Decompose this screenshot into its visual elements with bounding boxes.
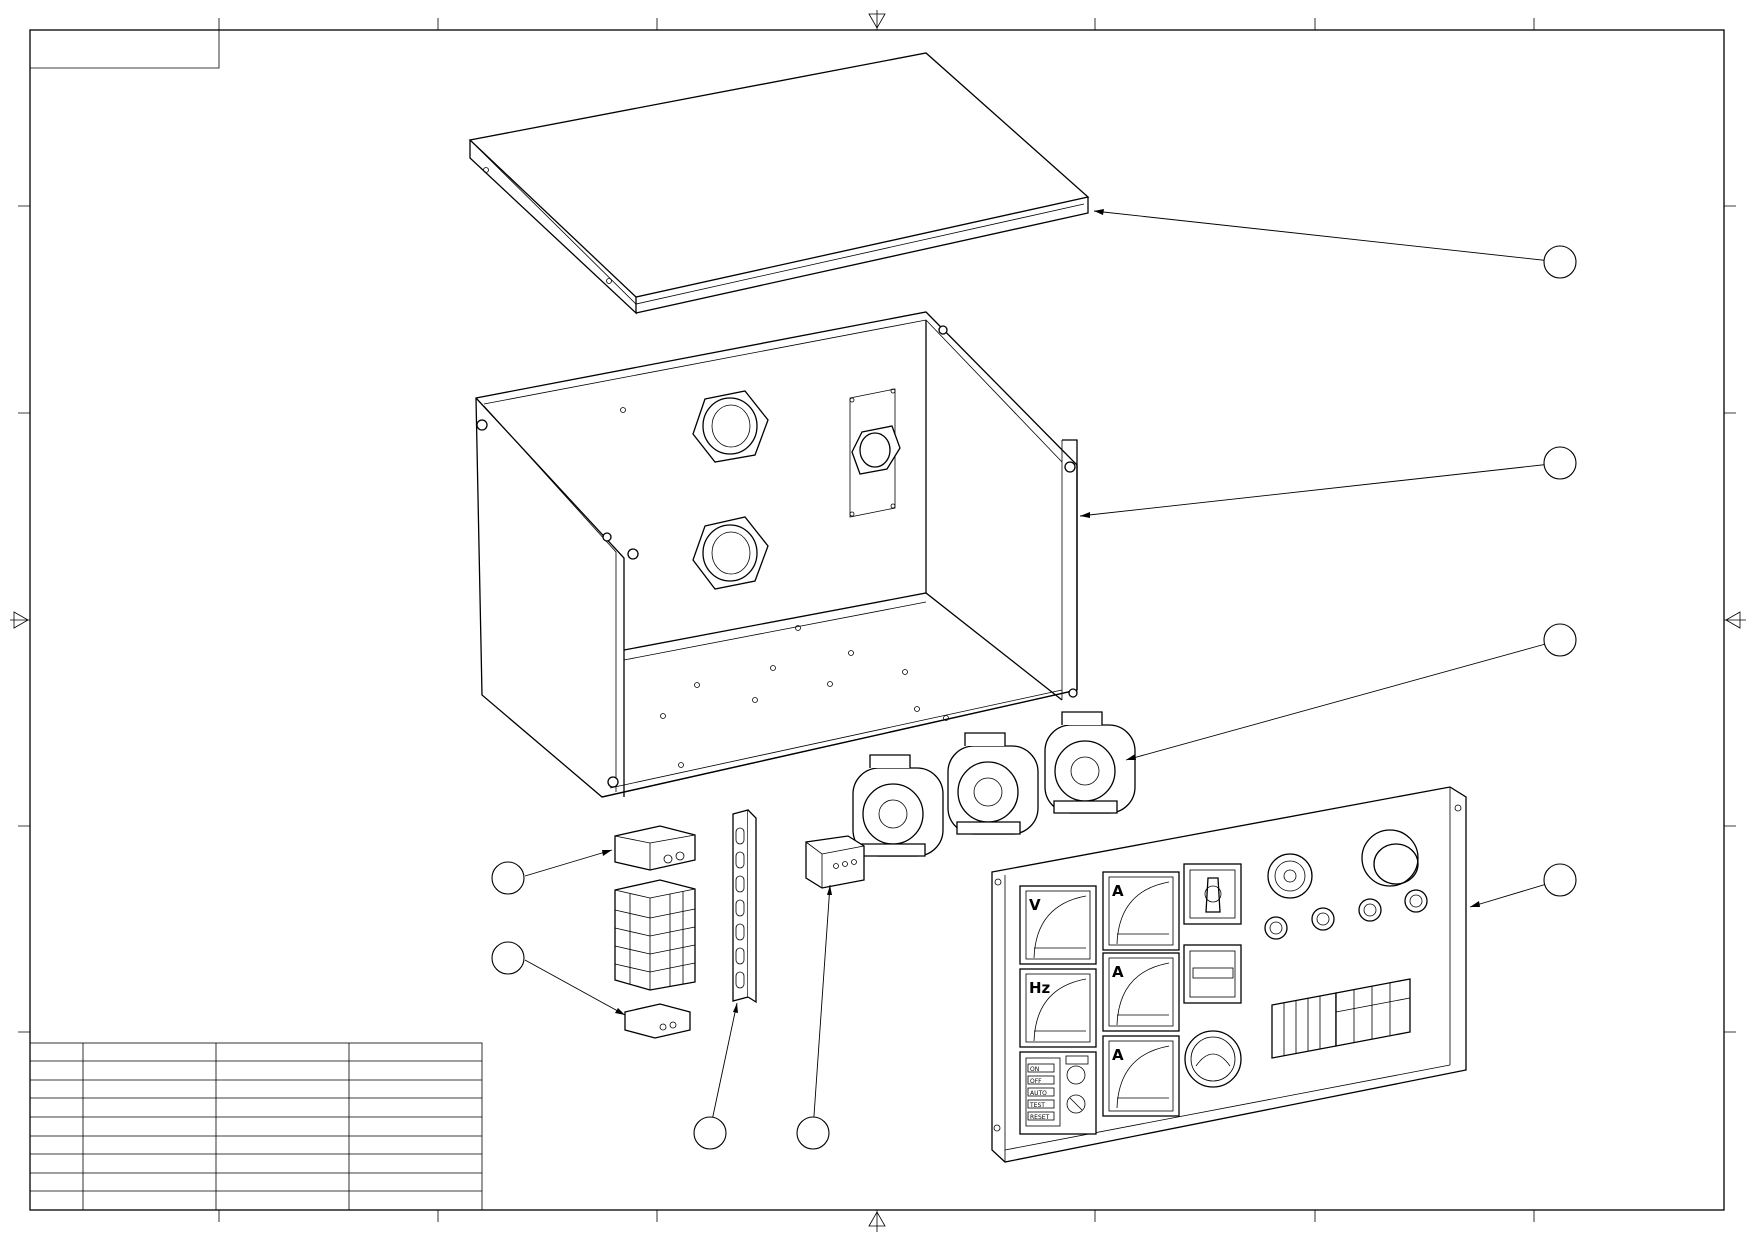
centering-marks: [10, 10, 1746, 1232]
horn-buzzer: [1267, 853, 1313, 899]
item-balloons: [491, 245, 1577, 1150]
analog-meter-freq: Hz: [1019, 968, 1097, 1048]
top-cover-part: [468, 52, 1090, 315]
hour-meter: [1183, 944, 1242, 1004]
controller-key-label: OFF: [1030, 1078, 1042, 1085]
circuit-breakers: [1271, 978, 1411, 1059]
controller-key-label: RESET: [1030, 1114, 1050, 1121]
meter-label-volt: V: [1029, 896, 1041, 914]
din-rail: [732, 809, 757, 1004]
balloon-enclosure: [1543, 446, 1577, 480]
terminal-clamp: [624, 1003, 691, 1039]
round-gauge: [1184, 1030, 1242, 1088]
balloon-terminal-clamp: [491, 941, 525, 975]
meter-label-amp-2: A: [1112, 963, 1124, 981]
current-transformer-2: [947, 732, 1039, 835]
meter-label-amp-3: A: [1112, 1046, 1124, 1064]
controller-key-label: TEST: [1029, 1102, 1045, 1109]
relay-block: [805, 835, 865, 889]
terminal-block-end-stop: [614, 825, 696, 871]
current-transformer-3: [1044, 711, 1136, 814]
balloon-top-cover: [1543, 245, 1577, 279]
enclosure-box-part: [475, 311, 1078, 798]
balloon-terminal-end-stop: [491, 861, 525, 895]
control-panel-part: V A Hz A A: [991, 786, 1467, 1163]
balloon-control-panel: [1543, 863, 1577, 897]
emergency-stop-button: [1361, 829, 1419, 887]
analog-meter-amp-1: A: [1102, 871, 1180, 951]
terminal-blocks-stack: [614, 879, 696, 991]
balloon-current-transformer: [1543, 623, 1577, 657]
callout-leaders: [524, 209, 1561, 1131]
meter-label-freq: Hz: [1029, 979, 1051, 997]
analog-meter-amp-2: A: [1102, 952, 1180, 1032]
controller-key-label: AUTO: [1030, 1090, 1047, 1097]
meter-label-amp-1: A: [1112, 882, 1124, 900]
controller-key-label: ON: [1030, 1066, 1039, 1073]
balloon-relay-block: [796, 1116, 830, 1150]
current-transformers-part: [852, 711, 1136, 857]
indicator-lamps: [1264, 889, 1428, 940]
genset-controller: [1019, 1051, 1097, 1135]
current-transformer-1: [852, 754, 944, 857]
parts-list-table: [29, 1042, 483, 1211]
analog-meter-amp-3: A: [1102, 1035, 1180, 1117]
balloon-din-rail: [693, 1116, 727, 1150]
analog-meter-volt: V: [1019, 885, 1097, 965]
selector-switch: [1183, 863, 1242, 925]
